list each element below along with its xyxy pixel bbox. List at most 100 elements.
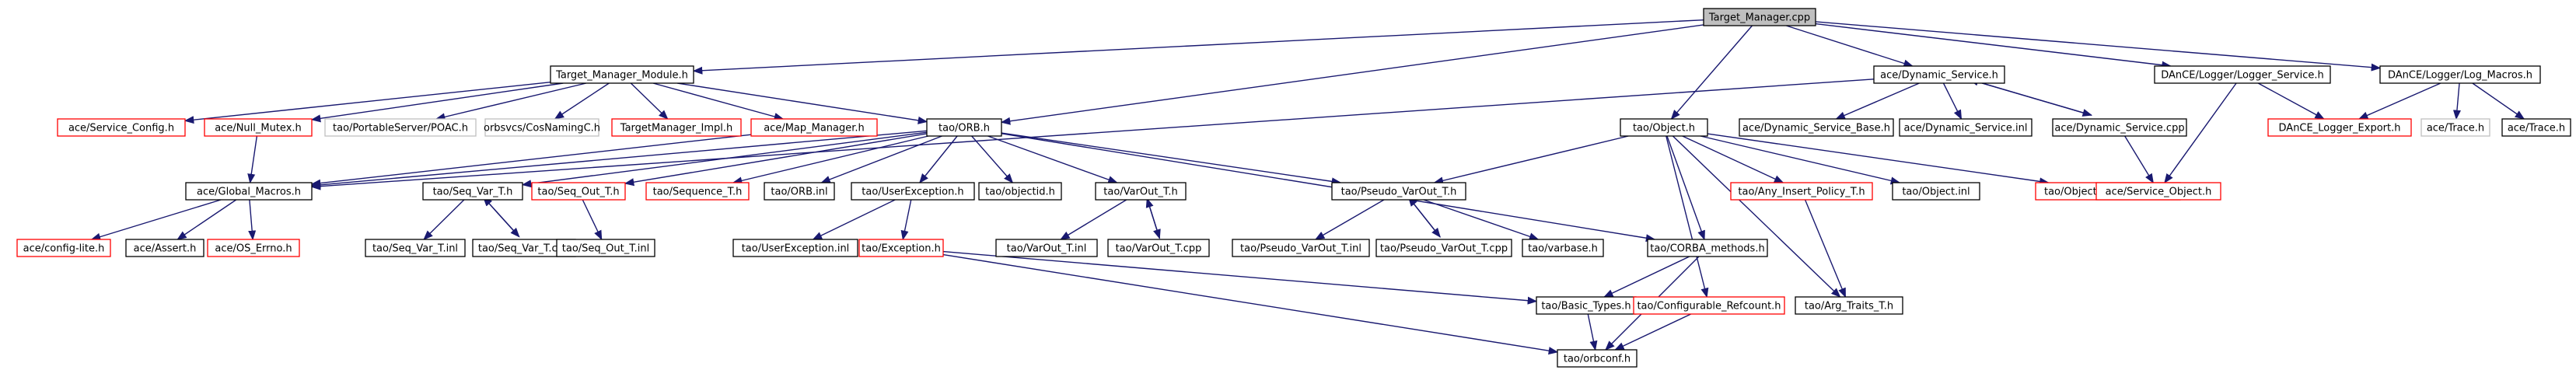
node-nm[interactable]: ace/Null_Mutex.h <box>204 118 313 137</box>
node-cm[interactable]: tao/CORBA_methods.h <box>1647 239 1768 257</box>
node-label: tao/UserException.h <box>862 187 963 198</box>
node-exc[interactable]: tao/Exception.h <box>858 239 944 257</box>
node-obj[interactable]: tao/Object.h <box>1620 118 1708 137</box>
node-vb[interactable]: tao/varbase.h <box>1522 239 1604 257</box>
node-box <box>2379 65 2541 84</box>
edge-ds-to-dsi <box>1942 82 1963 120</box>
edge-tmm-to-sc <box>184 82 551 124</box>
node-at[interactable]: tao/Arg_Traits_T.h <box>1795 296 1903 315</box>
edge-mm-to-gm <box>310 134 752 187</box>
node-seq[interactable]: tao/Sequence_T.h <box>645 182 750 201</box>
node-errno[interactable]: ace/OS_Errno.h <box>207 239 300 257</box>
node-label: ace/Assert.h <box>134 243 197 255</box>
node-label: tao/Exception.h <box>862 243 941 255</box>
edge-pvoh-to-pvoinl <box>1314 199 1385 240</box>
node-vocpp[interactable]: tao/VarOut_T.cpp <box>1107 239 1210 257</box>
node-label: tao/Configurable_Refcount.h <box>1637 301 1781 312</box>
node-assert[interactable]: ace/Assert.h <box>125 239 204 257</box>
node-label: tao/objectid.h <box>985 187 1055 198</box>
node-aip[interactable]: tao/Any_Insert_Policy_T.h <box>1730 182 1873 201</box>
node-so[interactable]: ace/Service_Object.h <box>2095 182 2221 201</box>
node-dlm[interactable]: DAnCE/Logger/Log_Macros.h <box>2379 65 2541 84</box>
node-cr[interactable]: tao/Configurable_Refcount.h <box>1633 296 1785 315</box>
node-label: tao/Any_Insert_Policy_T.h <box>1738 187 1865 198</box>
node-box <box>645 182 750 201</box>
edge-orb-to-pvoh <box>1001 132 1342 186</box>
edge-ueh-to-exc <box>900 199 912 241</box>
node-box <box>1795 296 1903 315</box>
edge-bt-to-oc <box>1587 313 1598 351</box>
node-box <box>995 239 1098 257</box>
edge-pvoh-to-vb <box>1423 199 1540 241</box>
node-objinl[interactable]: tao/Object.inl <box>1892 182 1980 201</box>
node-dle[interactable]: DAnCE_Logger_Export.h <box>2267 118 2412 137</box>
node-box <box>207 239 300 257</box>
edge-obj-to-aip <box>1682 135 1784 183</box>
edge-tmm-to-nm <box>310 82 564 123</box>
node-ueinl[interactable]: tao/UserException.inl <box>732 239 858 257</box>
node-dlls[interactable]: DAnCE/Logger/Logger_Service.h <box>2154 65 2331 84</box>
node-label: tao/Seq_Out_T.inl <box>562 243 649 255</box>
node-cfl[interactable]: ace/config-lite.h <box>16 239 111 257</box>
edge-soh-to-soinl <box>582 199 603 241</box>
node-dsb[interactable]: ace/Dynamic_Service_Base.h <box>1739 118 1894 137</box>
node-tmm[interactable]: Target_Manager_Module.h <box>550 65 694 84</box>
node-objid[interactable]: tao/objectid.h <box>978 182 1062 201</box>
node-box <box>16 239 111 257</box>
edge-dlm-to-trace1 <box>2452 82 2461 120</box>
node-bt[interactable]: tao/Basic_Types.h <box>1536 296 1637 315</box>
node-voinl[interactable]: tao/VarOut_T.inl <box>995 239 1098 257</box>
edge-voh-to-voinl <box>1060 199 1127 240</box>
node-label: ace/Dynamic_Service_Base.h <box>1742 123 1890 134</box>
node-trace2[interactable]: ace/Trace.h <box>2501 118 2571 137</box>
node-box <box>204 118 313 137</box>
node-orb[interactable]: tao/ORB.h <box>926 118 1002 137</box>
node-label: tao/Pseudo_VarOut_T.h <box>1341 187 1457 198</box>
edge-tmm-to-mm <box>652 82 785 120</box>
node-label: Target_Manager_Module.h <box>555 70 688 82</box>
node-pvocpp[interactable]: tao/Pseudo_VarOut_T.cpp <box>1375 239 1512 257</box>
node-dscpp[interactable]: ace/Dynamic_Service.cpp <box>2052 118 2187 137</box>
node-pvoh[interactable]: tao/Pseudo_VarOut_T.h <box>1331 182 1466 201</box>
node-orbinl[interactable]: tao/ORB.inl <box>764 182 835 201</box>
node-soinl[interactable]: tao/Seq_Out_T.inl <box>556 239 655 257</box>
edge-layer <box>90 19 2525 355</box>
node-label: tao/PortableServer/POAC.h <box>333 123 468 134</box>
node-dsi[interactable]: ace/Dynamic_Service.inl <box>1899 118 2032 137</box>
node-svh[interactable]: tao/Seq_Var_T.h <box>422 182 523 201</box>
node-box <box>732 239 858 257</box>
node-oc[interactable]: tao/orbconf.h <box>1557 349 1638 368</box>
node-box <box>2267 118 2412 137</box>
node-ds[interactable]: ace/Dynamic_Service.h <box>1873 65 2005 84</box>
node-box <box>2154 65 2331 84</box>
edge-tmm-to-orb <box>677 82 928 124</box>
node-trace1[interactable]: ace/Trace.h <box>2420 118 2490 137</box>
node-box <box>484 118 599 137</box>
node-sc[interactable]: ace/Service_Config.h <box>57 118 186 137</box>
node-poac[interactable]: tao/PortableServer/POAC.h <box>324 118 477 137</box>
edge-tmm-to-cnc <box>554 82 610 120</box>
node-label: tao/VarOut_T.cpp <box>1116 243 1202 255</box>
node-root[interactable]: Target_Manager.cpp <box>1703 8 1816 26</box>
node-tmi[interactable]: TargetManager_Impl.h <box>611 118 742 137</box>
node-mm[interactable]: ace/Map_Manager.h <box>750 118 878 137</box>
node-pvoinl[interactable]: tao/Pseudo_VarOut_T.inl <box>1232 239 1370 257</box>
node-box <box>1331 182 1466 201</box>
node-label: ace/Global_Macros.h <box>197 187 301 198</box>
node-layer: Target_Manager.cppTarget_Manager_Module.… <box>16 8 2571 368</box>
node-box <box>2095 182 2221 201</box>
edge-obj-to-oat <box>1707 133 2050 186</box>
node-soh[interactable]: tao/Seq_Out_T.h <box>531 182 626 201</box>
node-label: ace/Service_Config.h <box>68 123 174 134</box>
node-box <box>1873 65 2005 84</box>
node-label: ace/Dynamic_Service.h <box>1880 70 1998 82</box>
edge-exc-to-bt <box>942 250 1538 305</box>
node-svinl[interactable]: tao/Seq_Var_T.inl <box>365 239 466 257</box>
node-cnc[interactable]: orbsvcs/CosNamingC.h <box>484 118 600 137</box>
node-label: ace/Dynamic_Service.inl <box>1904 123 2028 134</box>
node-gm[interactable]: ace/Global_Macros.h <box>185 182 313 201</box>
node-voh[interactable]: tao/VarOut_T.h <box>1095 182 1187 201</box>
node-ueh[interactable]: tao/UserException.h <box>851 182 975 201</box>
edge-root-to-orb <box>1000 24 1704 125</box>
